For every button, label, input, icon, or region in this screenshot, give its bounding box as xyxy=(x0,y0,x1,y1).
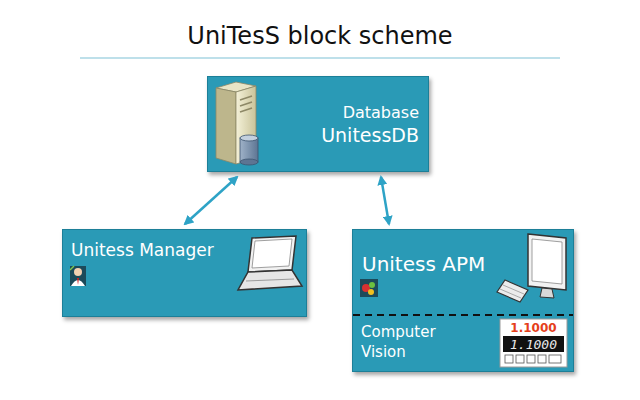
bidirectional-link xyxy=(185,177,237,224)
box-caption: Database xyxy=(343,103,419,122)
box-title: UnitessDB xyxy=(321,124,419,147)
database-box: DatabaseUnitessDB xyxy=(207,76,429,172)
lcd-reading: 1.1000 xyxy=(503,336,564,353)
manager-box: Unitess Manager xyxy=(62,229,307,317)
title-rule xyxy=(80,57,560,59)
section-title: Computer Vision xyxy=(361,322,471,362)
server-icon xyxy=(216,82,258,165)
display-reading: 1.1000 xyxy=(501,320,566,336)
manager-avatar xyxy=(70,266,86,286)
box-title: Unitess APM xyxy=(362,252,485,276)
laptop-icon xyxy=(238,236,302,290)
section-divider xyxy=(353,314,573,316)
bidirectional-link xyxy=(381,177,389,224)
diagram-title: UniTesS block scheme xyxy=(0,22,640,50)
apm-avatar xyxy=(360,279,378,297)
box-title: Unitess Manager xyxy=(71,240,214,260)
workstation-icon xyxy=(497,234,566,302)
meter-display-icon xyxy=(500,319,567,367)
